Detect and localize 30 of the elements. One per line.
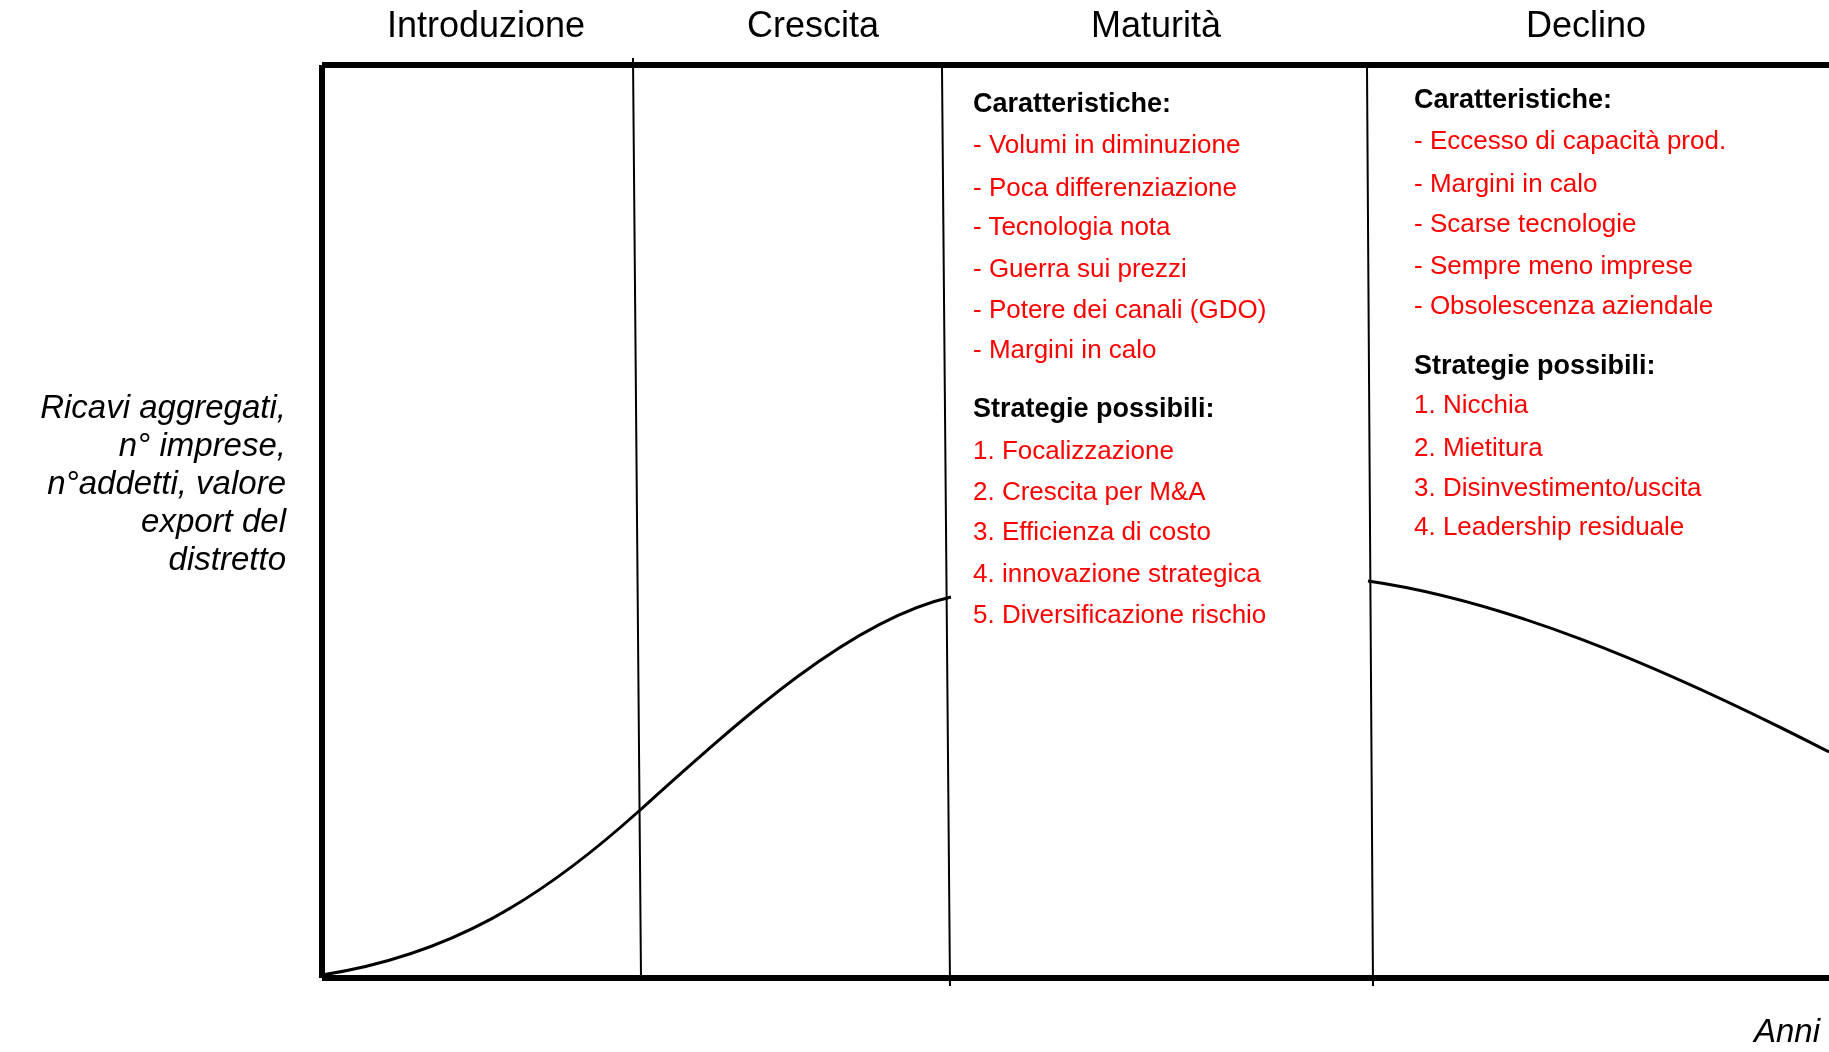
list-item: - Obsolescenza aziendale [1414, 291, 1714, 321]
list-item: 4. innovazione strategica [973, 559, 1261, 589]
list-item: - Sempre meno imprese [1414, 251, 1693, 281]
axis-title: Ricavi aggregati, n° imprese, n°addetti, valore export del distretto [39, 388, 286, 578]
list-item: 2. Crescita per M&A [973, 477, 1206, 507]
section-heading: Caratteristiche: [973, 88, 1172, 120]
axis-title: Anni [1753, 1012, 1820, 1050]
list-item: 3. Efficienza di costo [973, 517, 1211, 547]
phase-heading: Crescita [747, 4, 879, 46]
list-item: 4. Leadership residuale [1414, 512, 1685, 542]
list-item: 1. Nicchia [1414, 390, 1529, 420]
phase-heading: Declino [1525, 4, 1647, 46]
list-item: - Margini in calo [1414, 169, 1598, 199]
list-item: - Eccesso di capacità prod. [1414, 126, 1727, 156]
phase-heading: Maturità [1091, 4, 1221, 46]
list-item: - Tecnologia nota [973, 212, 1171, 242]
section-heading: Strategie possibili: [1414, 350, 1656, 382]
list-item: 2. Mietitura [1414, 433, 1543, 463]
list-item: - Margini in calo [973, 335, 1157, 365]
list-item: - Scarse tecnologie [1414, 209, 1637, 239]
section-heading: Strategie possibili: [973, 393, 1215, 425]
list-item: - Guerra sui prezzi [973, 254, 1187, 284]
phase-heading: Introduzione [386, 4, 586, 46]
list-item: - Volumi in diminuzione [973, 130, 1241, 160]
list-item: - Poca differenziazione [973, 173, 1237, 203]
section-heading: Caratteristiche: [1414, 84, 1613, 116]
list-item: 5. Diversificazione rischio [973, 600, 1267, 630]
list-item: - Potere dei canali (GDO) [973, 295, 1267, 325]
list-item: 1. Focalizzazione [973, 436, 1174, 466]
list-item: 3. Disinvestimento/uscita [1414, 473, 1702, 503]
